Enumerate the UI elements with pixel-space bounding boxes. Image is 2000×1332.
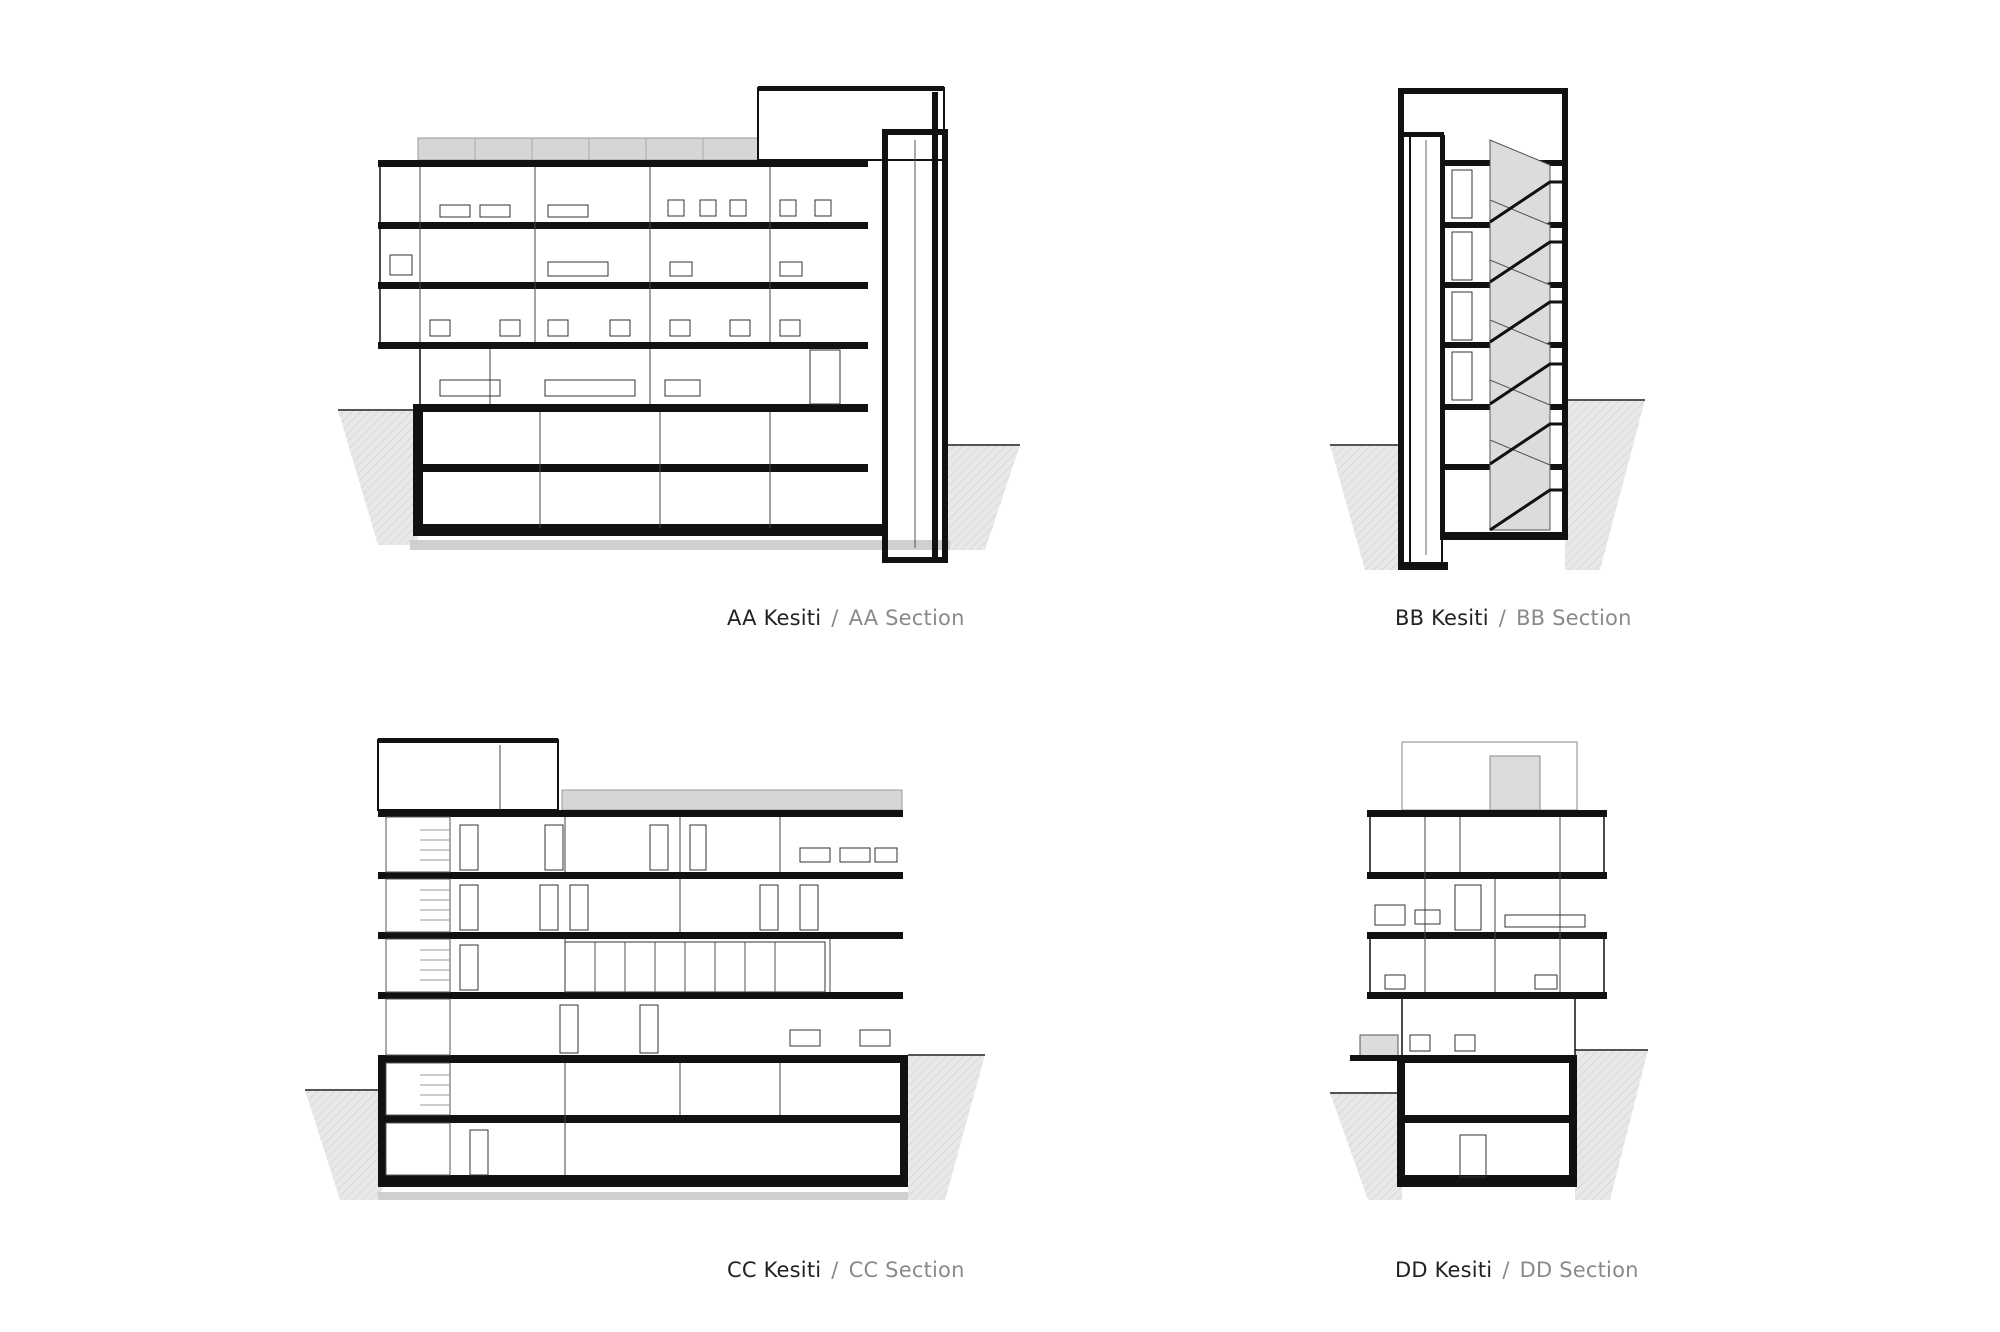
section-bb-label-tr: BB Kesiti <box>1395 606 1489 630</box>
section-cc-label-tr: CC Kesiti <box>727 1258 822 1282</box>
section-bb-label-en: BB Section <box>1516 606 1632 630</box>
roof-panels <box>417 137 759 161</box>
section-aa-label-tr: AA Kesiti <box>727 606 822 630</box>
section-dd-label-tr: DD Kesiti <box>1395 1258 1493 1282</box>
section-dd-label-en: DD Section <box>1519 1258 1639 1282</box>
section-bb-separator: / <box>1498 606 1507 630</box>
section-cc-caption: CC Kesiti / CC Section <box>727 1258 965 1282</box>
core-tower <box>757 87 945 161</box>
section-bb-caption: BB Kesiti / BB Section <box>1395 606 1632 630</box>
section-cc-label-en: CC Section <box>848 1258 965 1282</box>
section-dd-caption: DD Kesiti / DD Section <box>1395 1258 1639 1282</box>
section-cc-separator: / <box>831 1258 839 1282</box>
section-aa-label-en: AA Section <box>848 606 965 630</box>
section-dd-drawing <box>1330 741 1648 1200</box>
roof-box <box>377 739 559 811</box>
section-aa-separator: / <box>831 606 839 630</box>
section-cc-drawing <box>305 738 985 1200</box>
section-aa-caption: AA Kesiti / AA Section <box>727 606 965 630</box>
section-dd-separator: / <box>1502 1258 1510 1282</box>
balcony <box>1359 1034 1399 1058</box>
section-bb-drawing <box>1330 88 1645 570</box>
section-aa-drawing <box>338 86 1020 563</box>
